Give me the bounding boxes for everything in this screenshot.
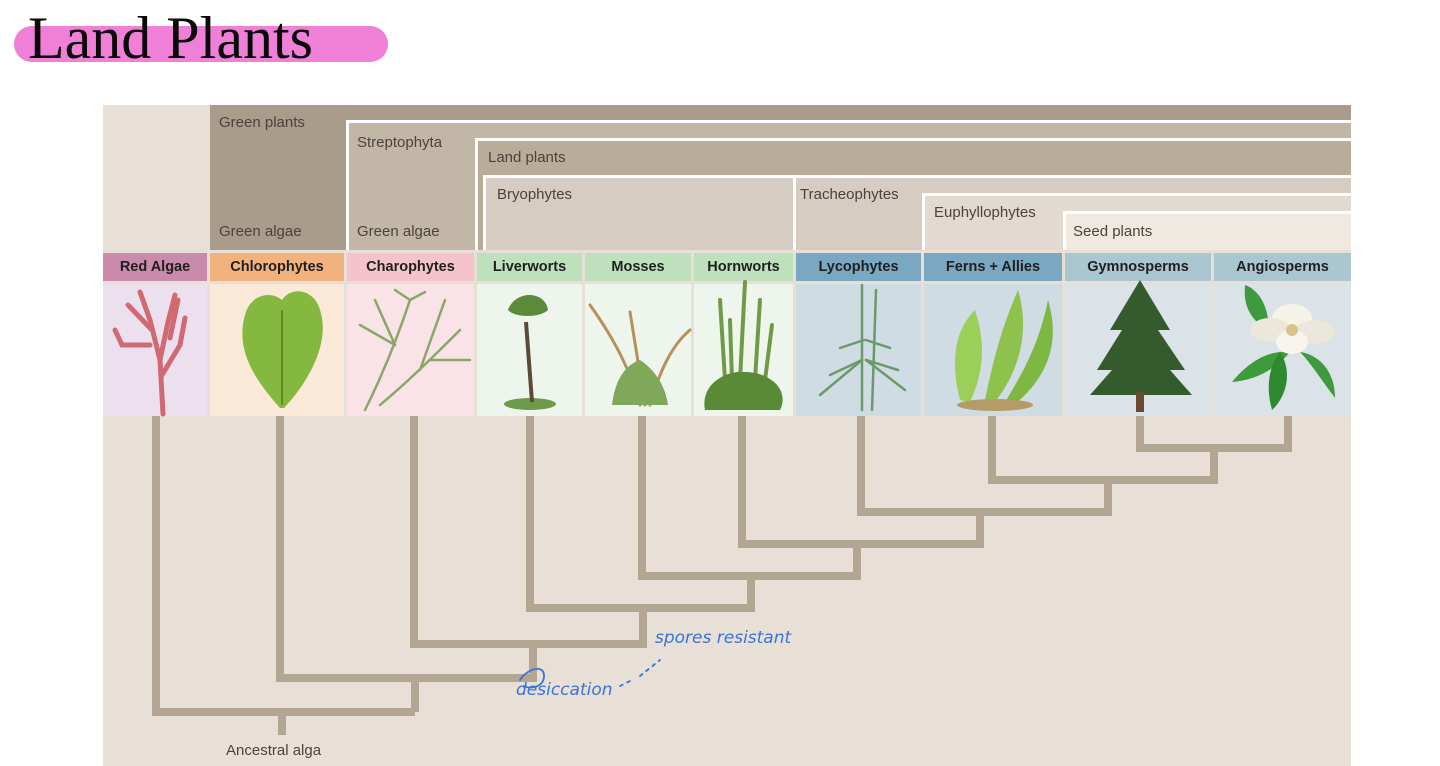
chlorophyte-illustration: [242, 291, 323, 408]
label-land-plants: Land plants: [488, 149, 566, 166]
page-title: Land Plants: [28, 5, 313, 71]
label-bryophytes: Bryophytes: [497, 186, 573, 203]
branch-liverworts: [526, 416, 643, 612]
group-charophytes: Charophytes: [347, 253, 474, 281]
group-hornworts: Hornworts: [694, 253, 793, 281]
tile-lycophytes: [796, 284, 921, 416]
branch-mosses: [638, 416, 751, 580]
liverwort-illustration: [504, 295, 556, 410]
clade-bryophytes: [483, 175, 793, 250]
red-algae-illustration: [112, 289, 188, 417]
branch-ferns: [988, 416, 1108, 484]
branch-land-plants-node: [533, 608, 647, 648]
label-euphyllophytes: Euphyllophytes: [934, 204, 1036, 221]
annotation-spores: spores resistant: [655, 628, 792, 648]
clade-seed-plants: [1063, 211, 1351, 250]
branch-hornworts-node: [751, 544, 861, 580]
branch-seed-plants-node: [1108, 448, 1218, 484]
group-mosses: Mosses: [585, 253, 691, 281]
label-streptophyta: Streptophyta: [357, 134, 443, 151]
phylogenetic-tree: [152, 416, 1292, 735]
group-chlorophytes: Chlorophytes: [210, 253, 344, 281]
branch-gymnosperms: [1136, 416, 1292, 452]
branch-streptophyta-node: [415, 644, 537, 682]
title-area: Land Plants: [14, 4, 394, 71]
root-label: Ancestral alga: [226, 742, 322, 759]
branch-mosses-node: [643, 576, 755, 612]
branch-euphyllophytes-node: [980, 480, 1112, 516]
hornwort-illustration: [704, 280, 783, 410]
branch-red-algae: [152, 416, 415, 716]
label-green-algae-2: Green algae: [357, 223, 440, 240]
group-angiosperms: Angiosperms: [1214, 253, 1351, 281]
gymnosperm-illustration: [1090, 280, 1192, 412]
label-green-plants: Green plants: [219, 114, 305, 131]
label-tracheophytes: Tracheophytes: [800, 186, 899, 203]
fern-illustration: [955, 290, 1053, 411]
annotation-marks: [519, 659, 661, 689]
label-seed-plants: Seed plants: [1073, 223, 1153, 240]
lycophyte-illustration: [818, 283, 907, 412]
group-liverworts: Liverworts: [477, 253, 582, 281]
branch-lycophytes: [857, 416, 980, 516]
branch-hornworts: [738, 416, 857, 548]
branch-charophytes: [410, 416, 533, 648]
tile-charophytes: [347, 284, 474, 416]
group-ferns-allies: Ferns + Allies: [924, 253, 1062, 281]
label-green-algae-1: Green algae: [219, 223, 302, 240]
title-highlight: [14, 26, 388, 62]
branch-tracheophytes-node: [857, 512, 984, 548]
moss-illustration: [588, 303, 692, 407]
group-red-algae: Red Algae: [103, 253, 207, 281]
group-lycophytes: Lycophytes: [796, 253, 921, 281]
annotation-desiccation: desiccation: [516, 680, 613, 700]
charophyte-illustration: [358, 288, 472, 412]
group-gymnosperms: Gymnosperms: [1065, 253, 1211, 281]
branch-chlorophytes: [276, 416, 415, 682]
angiosperm-illustration: [1232, 285, 1335, 410]
